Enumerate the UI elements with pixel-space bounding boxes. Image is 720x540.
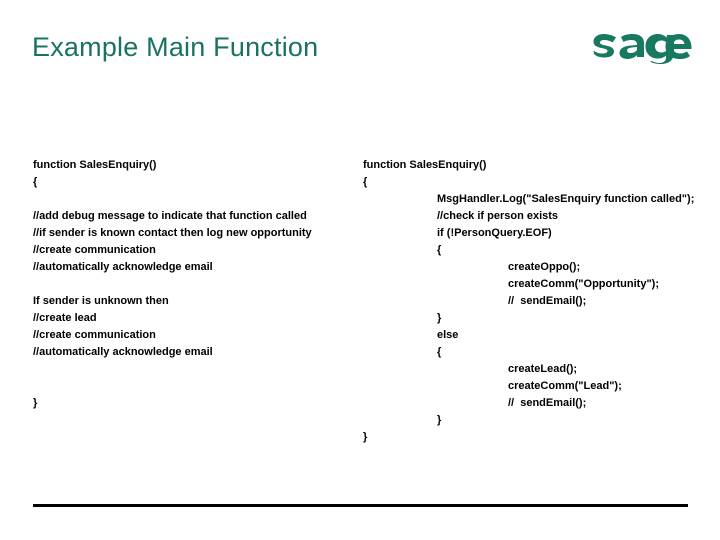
code-line: function SalesEnquiry() bbox=[33, 159, 157, 171]
code-line: { bbox=[437, 346, 442, 358]
code-line: //create communication bbox=[33, 329, 156, 341]
page-title: Example Main Function bbox=[32, 32, 319, 62]
code-line: //automatically acknowledge email bbox=[33, 346, 213, 358]
code-line: else bbox=[437, 329, 459, 341]
code-line: createComm("Opportunity"); bbox=[508, 278, 659, 290]
code-line bbox=[33, 276, 348, 293]
code-line: } bbox=[437, 312, 442, 324]
code-line: } bbox=[363, 431, 368, 443]
code-line: function SalesEnquiry() bbox=[363, 159, 487, 171]
code-line: } bbox=[33, 397, 38, 409]
code-line: //check if person exists bbox=[437, 210, 559, 222]
code-line bbox=[33, 361, 348, 378]
code-line: { bbox=[33, 176, 38, 188]
code-line: // sendEmail(); bbox=[508, 397, 587, 409]
code-line: if (!PersonQuery.EOF) bbox=[437, 227, 552, 239]
code-line: //create communication bbox=[33, 244, 156, 256]
code-line bbox=[33, 378, 348, 395]
code-line: createComm("Lead"); bbox=[508, 380, 622, 392]
footer-divider bbox=[33, 504, 688, 507]
code-line: createOppo(); bbox=[508, 261, 581, 273]
sage-logo-icon bbox=[593, 34, 692, 64]
code-line: //automatically acknowledge email bbox=[33, 261, 213, 273]
code-line: //create lead bbox=[33, 312, 97, 324]
code-line bbox=[33, 191, 348, 208]
code-line: } bbox=[437, 414, 442, 426]
code-line: If sender is unknown then bbox=[33, 295, 169, 307]
code-line: { bbox=[363, 176, 368, 188]
sage-logo bbox=[589, 30, 693, 64]
code-line: MsgHandler.Log("SalesEnquiry function ca… bbox=[437, 193, 695, 205]
code-line: { bbox=[437, 244, 442, 256]
code-line: //add debug message to indicate that fun… bbox=[33, 210, 307, 222]
code-line: createLead(); bbox=[508, 363, 578, 375]
pseudocode-block: function SalesEnquiry() { //add debug mess… bbox=[33, 157, 348, 412]
code-line: //if sender is known contact then log ne… bbox=[33, 227, 312, 239]
code-block: function SalesEnquiry() { MsgHandler.Log("… bbox=[363, 157, 713, 446]
code-line: // sendEmail(); bbox=[508, 295, 587, 307]
